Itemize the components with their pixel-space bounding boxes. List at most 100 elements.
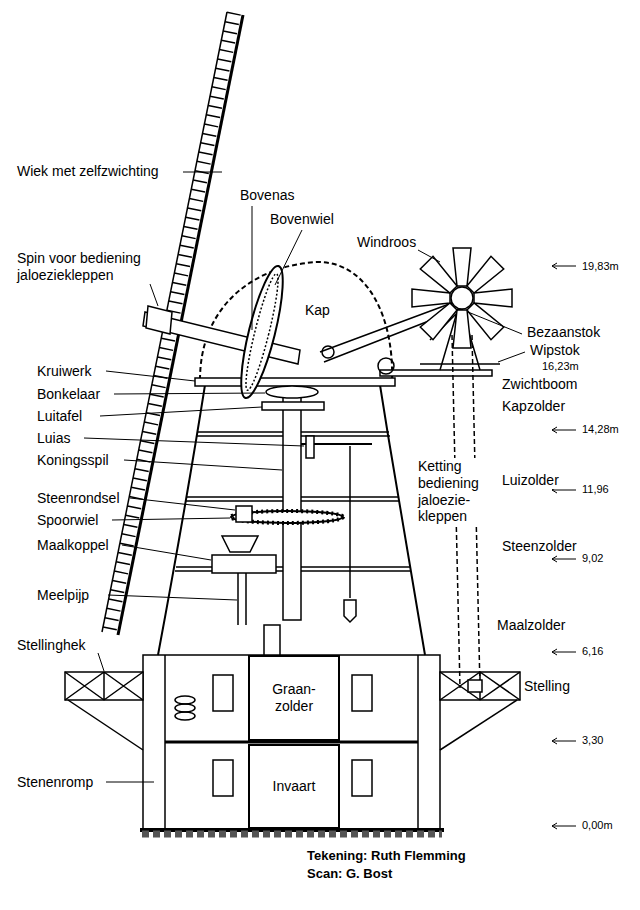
part-label: Ketting bediening jaloezie- kleppen bbox=[416, 458, 498, 525]
stone-nut bbox=[236, 506, 252, 522]
leader-line bbox=[130, 498, 235, 510]
part-label: Steenrondsel bbox=[35, 490, 122, 507]
leader-line bbox=[275, 230, 302, 285]
tower-side bbox=[158, 385, 205, 655]
wipstok-beam bbox=[420, 363, 500, 365]
luitafel bbox=[262, 402, 324, 410]
leader-line bbox=[124, 460, 282, 470]
stage-platform bbox=[65, 672, 143, 700]
height-label: 6,16 bbox=[580, 645, 605, 658]
part-label: Spin voor bediening jaloeziekleppen bbox=[15, 250, 169, 284]
stair-coil bbox=[175, 696, 195, 704]
brake-wheel bbox=[233, 263, 291, 401]
height-arrow bbox=[552, 738, 576, 744]
height-arrow bbox=[552, 556, 576, 562]
spin bbox=[146, 306, 172, 334]
height-label: 14,28m bbox=[580, 423, 621, 436]
height-label: 19,83m bbox=[580, 260, 621, 273]
fan-blade bbox=[474, 289, 512, 307]
part-label: Bovenas bbox=[238, 187, 296, 204]
height-label: 3,30 bbox=[580, 734, 605, 747]
sack-drum bbox=[306, 436, 314, 458]
credit-text: Tekening: Ruth Flemming bbox=[305, 848, 468, 864]
windmill-body bbox=[65, 12, 520, 834]
room-box: Invaart bbox=[248, 744, 340, 829]
part-label: Luitafel bbox=[35, 408, 84, 425]
sail-edge bbox=[102, 12, 227, 632]
platform-brace bbox=[440, 700, 517, 750]
pulley bbox=[322, 346, 334, 358]
leader-line bbox=[418, 250, 440, 262]
leader-line bbox=[183, 172, 222, 173]
height-label: 0,00m bbox=[580, 819, 615, 832]
leader-line bbox=[84, 438, 304, 446]
part-label: Bezaanstok bbox=[525, 324, 602, 341]
part-label: Windroos bbox=[355, 234, 418, 251]
leader-line bbox=[112, 518, 230, 520]
height-arrow bbox=[552, 427, 576, 433]
stone-base bbox=[143, 655, 440, 830]
pulley bbox=[378, 358, 394, 374]
sack-hook bbox=[344, 600, 356, 622]
leader-line bbox=[98, 653, 104, 671]
leader-line bbox=[108, 595, 237, 600]
part-label: Stenenromp bbox=[15, 774, 95, 791]
stair-coil bbox=[175, 704, 195, 712]
part-label: Stellinghek bbox=[15, 637, 88, 654]
fan-blade bbox=[412, 289, 450, 307]
platform-cross bbox=[440, 672, 520, 700]
room-box: Graan- zolder bbox=[248, 655, 340, 741]
king-spindle bbox=[283, 388, 301, 620]
meal-spout bbox=[238, 573, 246, 625]
leader-line bbox=[468, 312, 522, 334]
part-label: Kap bbox=[303, 302, 332, 319]
leader-line bbox=[114, 393, 265, 394]
part-label: Bovenwiel bbox=[268, 211, 336, 228]
leader-line bbox=[150, 284, 158, 306]
foundation-stones bbox=[142, 831, 442, 838]
platform-brace bbox=[68, 700, 143, 750]
window bbox=[352, 760, 372, 796]
leader-line bbox=[100, 407, 262, 416]
part-label: Kruiwerk bbox=[35, 363, 93, 380]
bezaanstok bbox=[320, 300, 462, 362]
leader-line bbox=[252, 206, 253, 330]
height-label: 16,23m bbox=[540, 360, 581, 373]
floor-label: Maalzolder bbox=[495, 617, 567, 634]
leader-line bbox=[106, 782, 154, 783]
height-label: 11,96 bbox=[580, 483, 611, 496]
leader-line bbox=[122, 545, 211, 560]
part-label: Spoorwiel bbox=[35, 512, 100, 529]
credit-text: Scan: G. Bost bbox=[305, 866, 394, 882]
floor-label: Steenzolder bbox=[500, 538, 579, 555]
cap-frame bbox=[195, 378, 395, 386]
part-label: Stelling bbox=[522, 678, 572, 695]
room-label: Invaart bbox=[273, 778, 316, 795]
leader-line bbox=[106, 371, 195, 381]
part-label: Luias bbox=[35, 430, 72, 447]
part-label: Maalkoppel bbox=[35, 537, 111, 554]
meal-bin bbox=[264, 625, 280, 655]
stair-coil bbox=[175, 712, 195, 720]
fan-blade bbox=[453, 310, 471, 348]
bonkelaar-gear bbox=[266, 386, 318, 398]
millstones bbox=[212, 555, 276, 573]
part-label: Zwichtboom bbox=[500, 376, 579, 393]
part-label: Koningsspil bbox=[35, 452, 111, 469]
windroos bbox=[412, 248, 512, 348]
floor-label: Kapzolder bbox=[500, 398, 567, 415]
height-arrow bbox=[552, 649, 576, 655]
height-arrow bbox=[552, 263, 576, 269]
room-label: Graan- zolder bbox=[262, 681, 326, 715]
fan-hub bbox=[451, 287, 473, 309]
part-label: Wiek met zelfzwichting bbox=[15, 163, 161, 180]
window bbox=[352, 675, 372, 711]
stage-platform bbox=[440, 672, 520, 700]
brake-wheel-cogs bbox=[241, 272, 284, 392]
window bbox=[213, 760, 233, 796]
floor-label: Luizolder bbox=[500, 472, 561, 489]
leader-line bbox=[498, 352, 525, 362]
part-label: Wipstok bbox=[528, 342, 582, 359]
zwichtboom-beam bbox=[380, 370, 492, 376]
